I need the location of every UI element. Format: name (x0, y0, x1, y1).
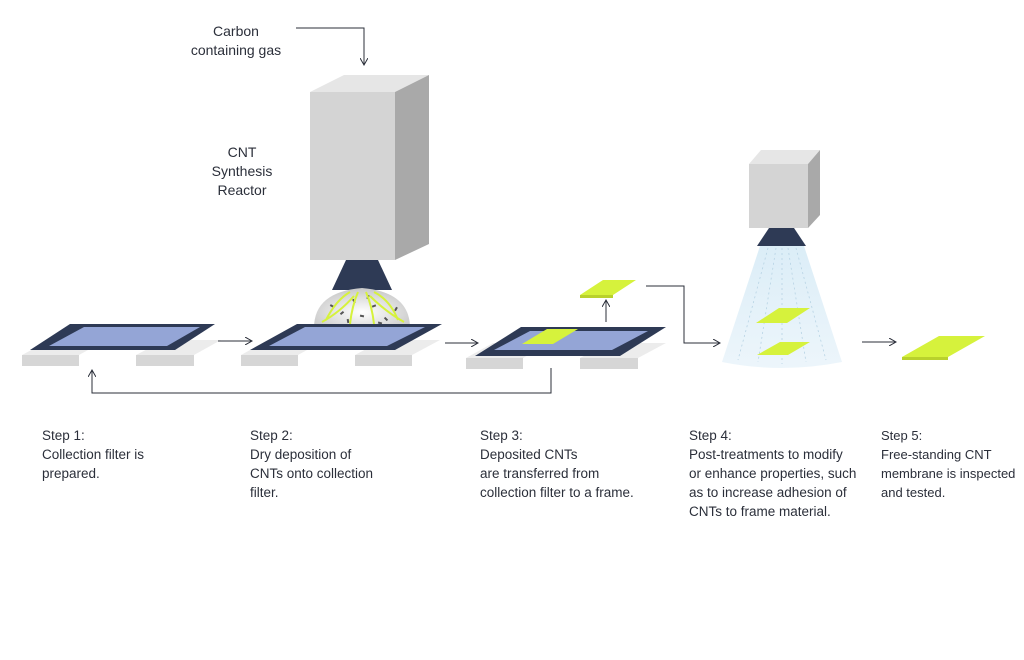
step-4-line-2: or enhance properties, such (689, 466, 857, 481)
arrow-3-to-4 (646, 285, 720, 343)
step-5-line-1: Free-standing CNT (881, 447, 992, 462)
treatment-nozzle (757, 228, 806, 246)
step-3-line-1: Deposited CNTs (480, 447, 578, 462)
filter-stage-2 (241, 324, 442, 366)
step-1-caption: Step 1: Collection filter is prepared. (42, 426, 144, 483)
filter-stage-1 (22, 324, 221, 366)
step-1-title: Step 1: (42, 428, 85, 443)
gas-flow-arrows (321, 291, 405, 325)
gas-inlet-arrow (296, 27, 364, 65)
step-3-caption: Step 3: Deposited CNTs are transferred f… (480, 426, 634, 502)
process-arrows (92, 285, 896, 394)
final-membrane (902, 336, 985, 357)
reactor-label: CNT Synthesis Reactor (200, 143, 284, 200)
step-5-caption: Step 5: Free-standing CNT membrane is in… (881, 426, 1015, 502)
gas-label-line-1: Carbon (213, 23, 259, 39)
post-treatment-unit (722, 150, 842, 368)
reactor-nozzle (332, 260, 392, 290)
step-4-line-1: Post-treatments to modify (689, 447, 843, 462)
step-4-line-3: as to increase adhesion of (689, 485, 847, 500)
gas-label-line-2: containing gas (190, 42, 282, 58)
step-4-title: Step 4: (689, 428, 732, 443)
reactor-label-line-3: Reactor (217, 182, 267, 198)
step-2-title: Step 2: (250, 428, 293, 443)
step-5-line-2: membrane is inspected (881, 466, 1016, 481)
reactor-label-line-1: CNT (227, 144, 257, 160)
lifted-membrane (580, 280, 636, 295)
step-5-line-3: and tested. (881, 485, 946, 500)
membrane-in-treatment-2 (757, 342, 810, 355)
step-5-title: Step 5: (881, 428, 923, 443)
membrane-on-filter (522, 329, 578, 344)
gas-label: Carbon containing gas (180, 22, 292, 60)
step-2-line-3: filter. (250, 485, 279, 500)
step-3-line-3: collection filter to a frame. (480, 485, 634, 500)
step-1-line-1: Collection filter is (42, 447, 145, 462)
step-1-line-2: prepared. (42, 466, 100, 481)
cnt-synthesis-reactor (310, 75, 429, 328)
membrane-in-treatment-1 (756, 308, 810, 323)
step-4-caption: Step 4: Post-treatments to modify or enh… (689, 426, 856, 521)
step-2-caption: Step 2: Dry deposition of CNTs onto coll… (250, 426, 373, 502)
step-2-line-2: CNTs onto collection (250, 466, 374, 481)
reactor-label-line-2: Synthesis (211, 163, 273, 179)
treatment-spray (722, 246, 842, 368)
filter-stage-3 (466, 327, 666, 369)
step-3-title: Step 3: (480, 428, 523, 443)
step-4-line-4: CNTs to frame material. (689, 504, 831, 519)
step-2-line-1: Dry deposition of (250, 447, 352, 462)
step-3-line-2: are transferred from (480, 466, 600, 481)
return-arrow (92, 368, 552, 394)
